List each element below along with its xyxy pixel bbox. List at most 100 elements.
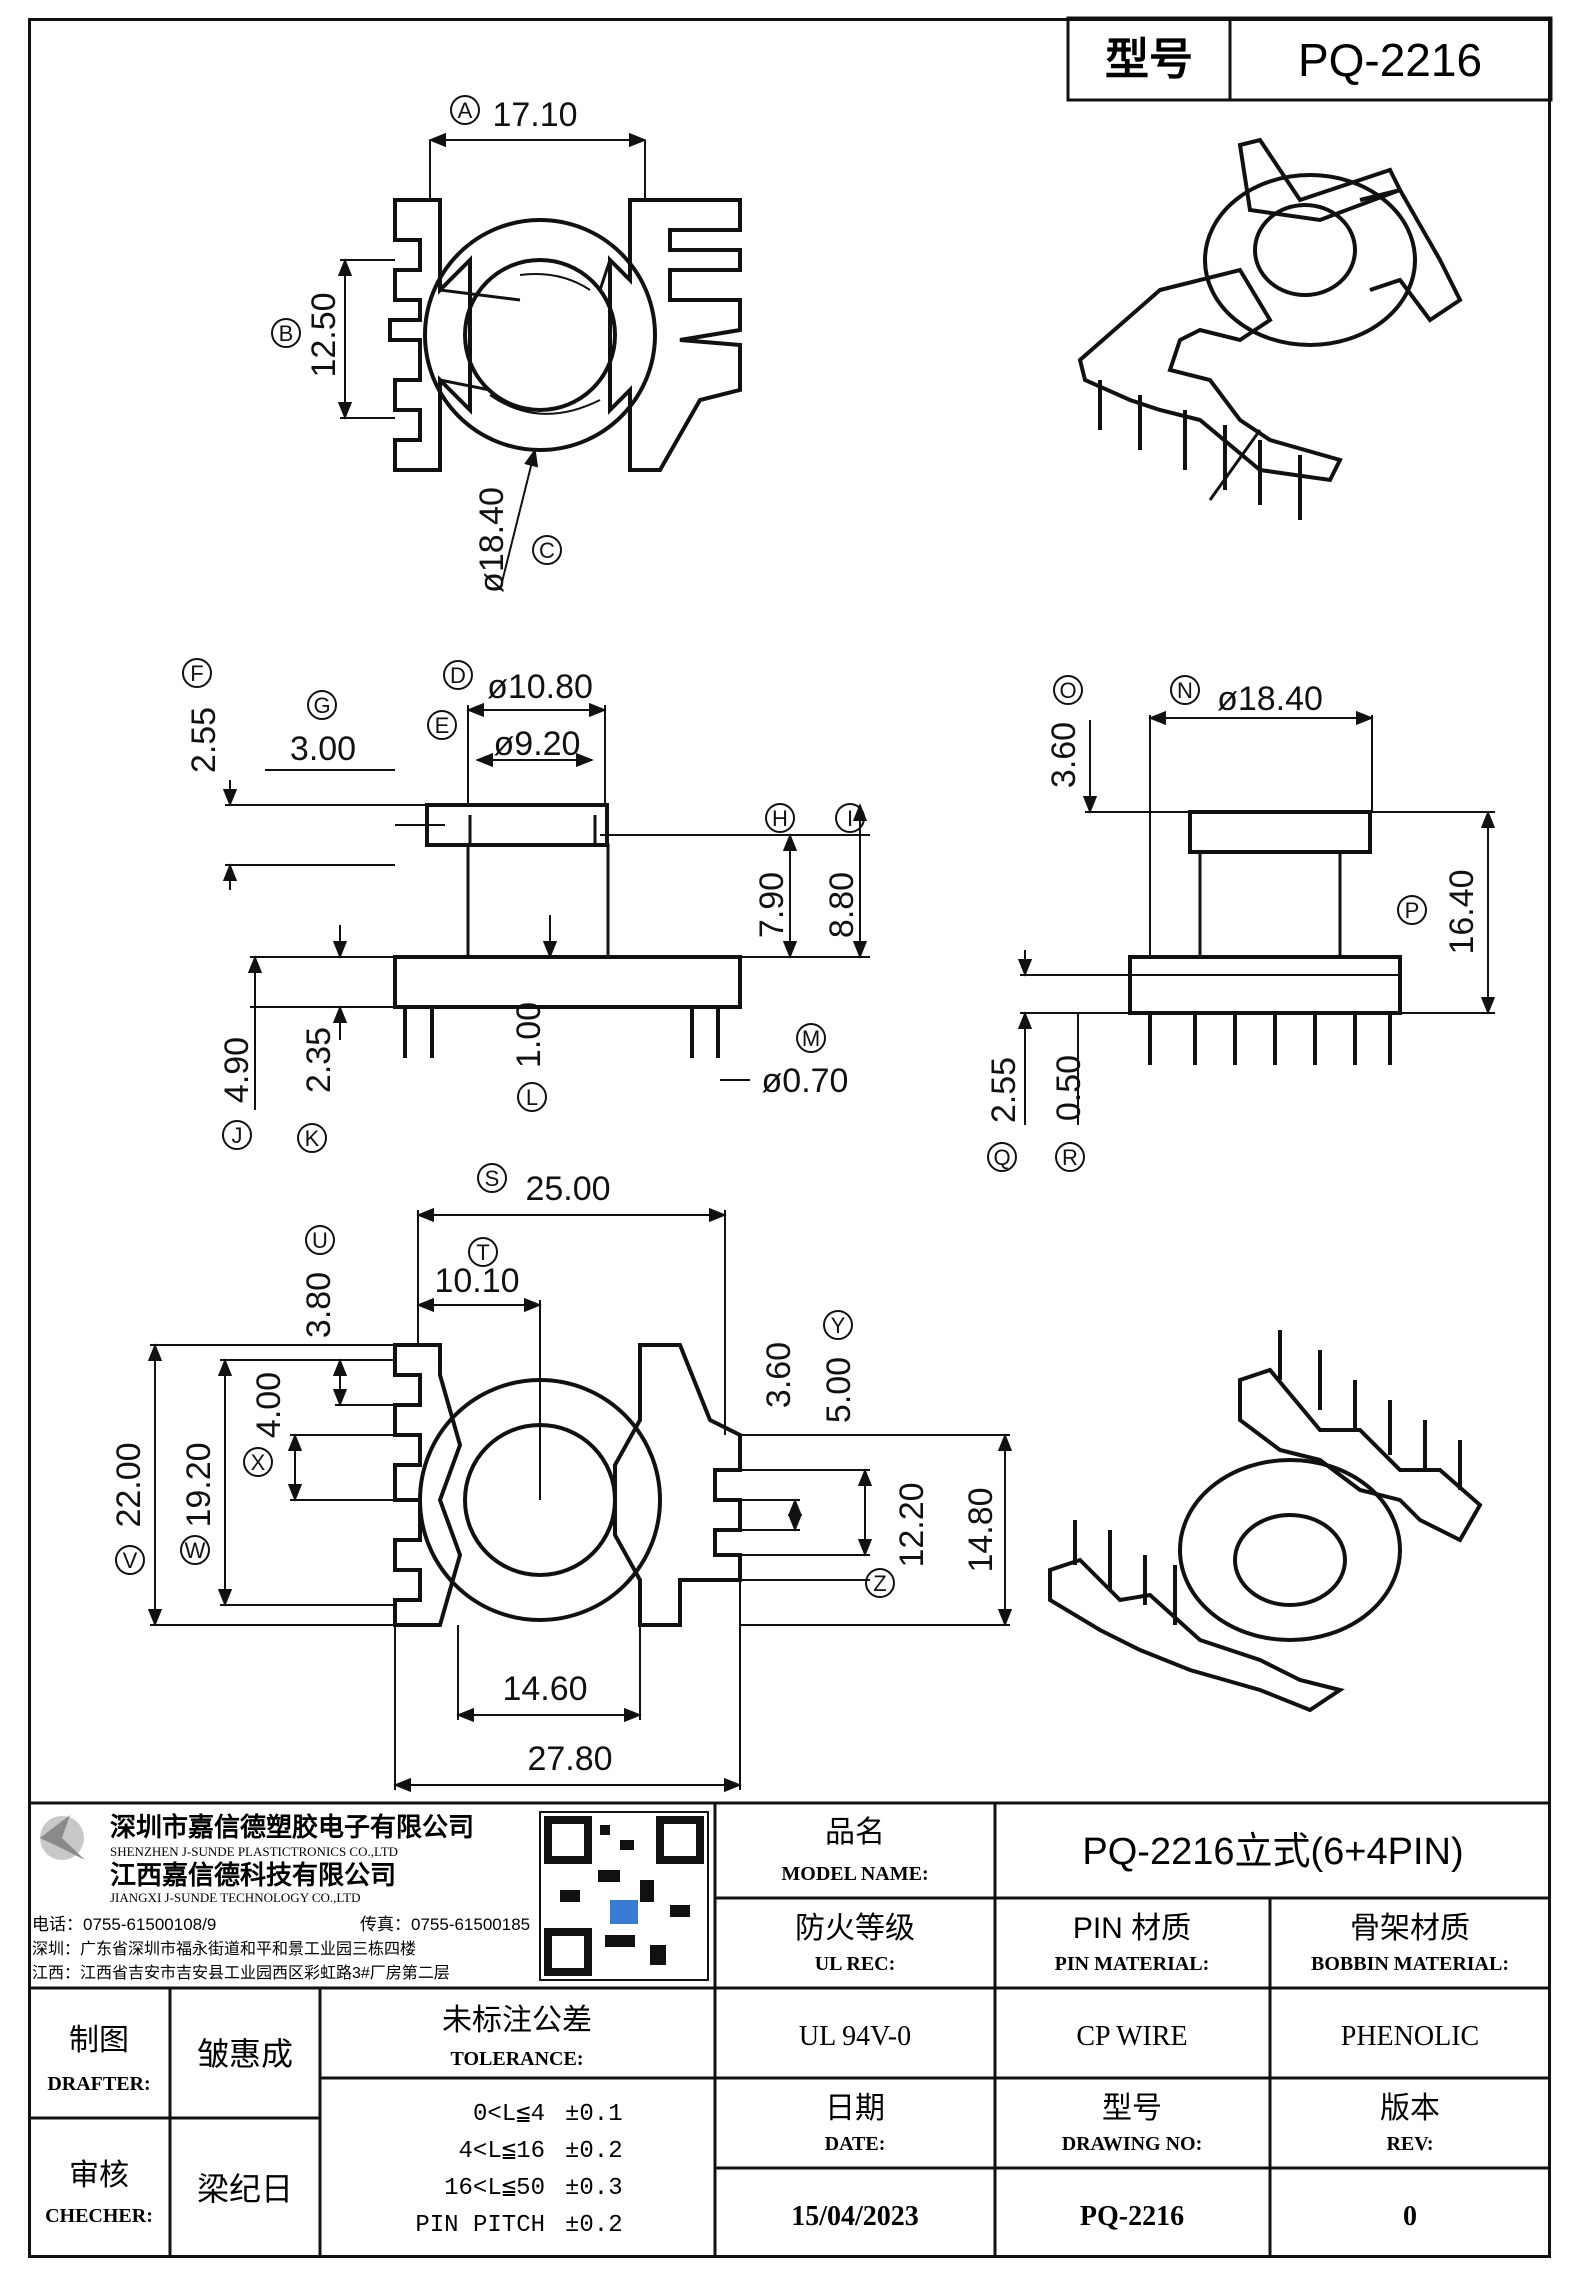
tolerance-range: 4<L≦16 <box>459 2138 545 2165</box>
top-view <box>388 198 742 472</box>
model-value: PQ-2216 <box>1298 34 1482 86</box>
dim-value-n: ø18.40 <box>1217 680 1323 718</box>
dim-letter-k: K <box>305 1126 320 1151</box>
dim-letter-m: M <box>802 1026 820 1051</box>
model-name-value: PQ-2216立式(6+4PIN) <box>1082 1831 1463 1873</box>
dim-value-bottom2: 27.80 <box>527 1740 612 1778</box>
drafter-en: DRAFTER: <box>47 2073 150 2095</box>
top-view-labels: A 17.10 B 12.50 ø18.40 C <box>271 95 578 593</box>
company-logo <box>40 1815 85 1860</box>
dim-letter-o: O <box>1059 678 1076 703</box>
dim-letter-h: H <box>772 806 788 831</box>
front-view <box>393 803 742 1058</box>
company-name-jx: 江西嘉信德科技有限公司 <box>110 1860 396 1890</box>
drawing-sheet <box>28 18 1551 2258</box>
dim-letter-f: F <box>190 661 203 686</box>
tolerance-table: 0<L≦4 ±0.1 4<L≦16 ±0.2 16<L≦50 ±0.3 PIN … <box>415 2101 622 2239</box>
company-name-sz: 深圳市嘉信德塑胶电子有限公司 <box>110 1812 474 1842</box>
drafter-cn: 制图 <box>69 2024 129 2057</box>
tolerance-value: ±0.1 <box>565 2101 623 2128</box>
iso-view-top <box>1077 137 1463 520</box>
rev-en: REV: <box>1386 2133 1433 2155</box>
bobbin-material-cn: 骨架材质 <box>1350 1912 1470 1945</box>
dim-letter-t: T <box>476 1240 489 1265</box>
date-value: 15/04/2023 <box>791 2201 919 2232</box>
drafter-name: 皱惠成 <box>197 2036 293 2072</box>
company-tel: 电话：0755-61500108/9 <box>32 1915 216 1934</box>
tolerance-range: 16<L≦50 <box>444 2175 545 2202</box>
dim-letter-a: A <box>458 98 473 123</box>
company-fax: 传真：0755-61500185 <box>360 1915 530 1934</box>
tolerance-range: 0<L≦4 <box>473 2101 545 2128</box>
dim-value-m: ø0.70 <box>762 1062 849 1100</box>
dim-value-u: 3.80 <box>300 1272 338 1338</box>
dim-value-y2: 3.60 <box>760 1342 798 1408</box>
bobbin-material-value: PHENOLIC <box>1341 2021 1479 2052</box>
tolerance-value: ±0.2 <box>565 2138 623 2165</box>
company-address-sz: 深圳：广东省深圳市福永街道和平和景工业园三栋四楼 <box>32 1940 416 1958</box>
ul-rec-en: UL REC: <box>815 1953 896 1975</box>
dim-letter-u: U <box>312 1228 328 1253</box>
pin-material-value: CP WIRE <box>1076 2021 1187 2052</box>
front-view-dims <box>222 702 870 1110</box>
qr-code <box>539 1811 709 1981</box>
dim-value-f: 2.55 <box>185 707 223 773</box>
iso-view-bottom <box>1048 1330 1483 1713</box>
dim-letter-p: P <box>1405 898 1420 923</box>
side-view <box>1128 810 1402 1065</box>
dim-letter-l: L <box>526 1085 538 1110</box>
bobbin-material-en: BOBBIN MATERIAL: <box>1311 1953 1509 1975</box>
date-cn: 日期 <box>825 2092 885 2125</box>
dim-letter-s: S <box>485 1166 500 1191</box>
dim-value-l: 1.00 <box>510 1002 548 1068</box>
rev-value: 0 <box>1403 2201 1417 2232</box>
dim-value-o: 3.60 <box>1045 722 1083 788</box>
pin-material-en: PIN MATERIAL: <box>1055 1953 1210 1975</box>
dim-value-y: 5.00 <box>820 1357 858 1423</box>
dim-value-v: 22.00 <box>110 1442 148 1527</box>
dim-value-g: 3.00 <box>290 730 356 768</box>
dim-letter-y: Y <box>831 1313 846 1338</box>
bottom-view <box>393 1343 742 1627</box>
drawing-no-value: PQ-2216 <box>1080 2201 1184 2232</box>
company-info: 深圳市嘉信德塑胶电子有限公司 SHENZHEN J-SUNDE PLASTICT… <box>32 1812 530 1982</box>
company-name-jx-en: JIANGXI J-SUNDE TECHNOLOGY CO.,LTD <box>110 1890 361 1905</box>
tolerance-value: ±0.3 <box>565 2175 623 2202</box>
dim-value-j: 4.90 <box>218 1037 256 1103</box>
bottom-view-labels: S 25.00 T 10.10 U 3.80 22.00 V 19.20 W 4… <box>110 1163 1000 1778</box>
checker-en: CHECHER: <box>45 2205 153 2227</box>
pin-material-cn: PIN 材质 <box>1073 1912 1191 1945</box>
dim-value-h: 7.90 <box>753 872 791 938</box>
tolerance-en: TOLERANCE: <box>451 2048 584 2070</box>
dim-letter-v: V <box>123 1548 138 1573</box>
dim-letter-z: Z <box>873 1571 886 1596</box>
dim-value-t: 10.10 <box>434 1262 519 1300</box>
dim-value-e: ø9.20 <box>494 725 581 763</box>
dim-value-bottom1: 14.60 <box>502 1670 587 1708</box>
model-name-cn: 品名 <box>825 1816 885 1849</box>
checker-name: 梁纪日 <box>197 2171 293 2207</box>
drawing-no-en: DRAWING NO: <box>1062 2133 1203 2155</box>
dim-value-r: 0.50 <box>1050 1055 1088 1121</box>
top-view-dims <box>337 132 647 591</box>
rev-cn: 版本 <box>1380 2092 1440 2125</box>
side-view-labels: O 3.60 N ø18.40 P 16.40 2.55 Q 0.50 R <box>985 675 1481 1172</box>
ul-rec-cn: 防火等级 <box>795 1912 915 1945</box>
company-name-sz-en: SHENZHEN J-SUNDE PLASTICTRONICS CO.,LTD <box>110 1844 398 1859</box>
dim-value-k: 2.35 <box>300 1027 338 1093</box>
dim-letter-c: C <box>539 538 555 563</box>
dim-letter-x: X <box>251 1450 266 1475</box>
title-block-text: 品名 MODEL NAME: PQ-2216立式(6+4PIN) 防火等级 UL… <box>45 1816 1509 2232</box>
dim-value-a: 17.10 <box>492 96 577 134</box>
dim-value-q: 2.55 <box>985 1057 1023 1123</box>
dim-letter-b: B <box>279 321 294 346</box>
dim-value-z: 12.20 <box>893 1482 931 1567</box>
dim-value-p: 16.40 <box>1443 869 1481 954</box>
dim-value-z2: 14.80 <box>962 1487 1000 1572</box>
dim-value-x: 4.00 <box>250 1372 288 1438</box>
dim-value-i: 8.80 <box>823 872 861 938</box>
title-block-grid <box>28 1801 1551 2258</box>
dim-letter-q: Q <box>993 1145 1010 1170</box>
date-en: DATE: <box>825 2133 886 2155</box>
